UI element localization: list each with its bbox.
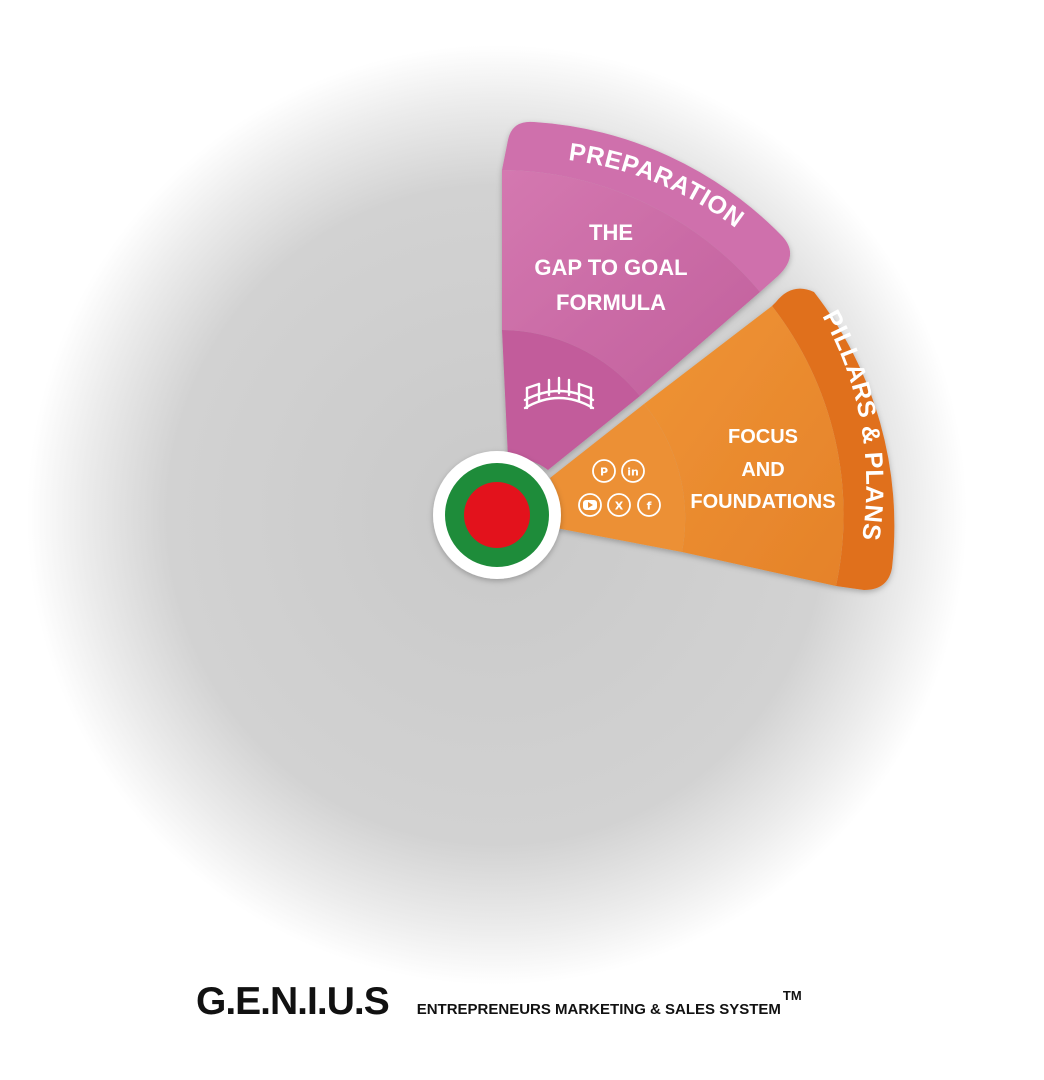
pillars-inner-line-1: FOCUS (728, 426, 798, 448)
pinterest-icon[interactable]: P (592, 459, 616, 483)
svg-text:f: f (647, 500, 652, 513)
svg-text:P: P (600, 466, 608, 479)
svg-text:in: in (627, 466, 639, 479)
bridge-icon (523, 376, 595, 410)
center-button[interactable] (433, 451, 561, 579)
pillars-inner-line-3: FOUNDATIONS (690, 491, 835, 513)
pillars-inner-line-2: AND (741, 459, 784, 481)
social-icons: P in X f (578, 459, 661, 517)
svg-text:X: X (615, 500, 624, 513)
center-core (464, 482, 530, 548)
pillars-middle-band[interactable] (644, 306, 844, 586)
preparation-inner-line-2: GAP TO GOAL (534, 255, 687, 280)
youtube-icon[interactable] (578, 493, 602, 517)
pillars-outer-band[interactable] (772, 288, 895, 590)
linkedin-icon[interactable]: in (621, 459, 645, 483)
brand-tagline: ENTREPRENEURS MARKETING & SALES SYSTEM (416, 1001, 781, 1018)
facebook-icon[interactable]: f (637, 493, 661, 517)
preparation-middle-band[interactable] (502, 170, 760, 396)
preparation-inner-line-1: THE (589, 220, 633, 245)
preparation-outer-band[interactable] (502, 121, 791, 293)
brand-title: G.E.N.I.U.S (196, 980, 390, 1023)
trademark-mark: TM (782, 988, 802, 1003)
footer: G.E.N.I.U.S ENTREPRENEURS MARKETING & SA… (196, 980, 802, 1030)
x-icon[interactable]: X (607, 493, 631, 517)
preparation-inner-line-3: FORMULA (556, 290, 666, 315)
